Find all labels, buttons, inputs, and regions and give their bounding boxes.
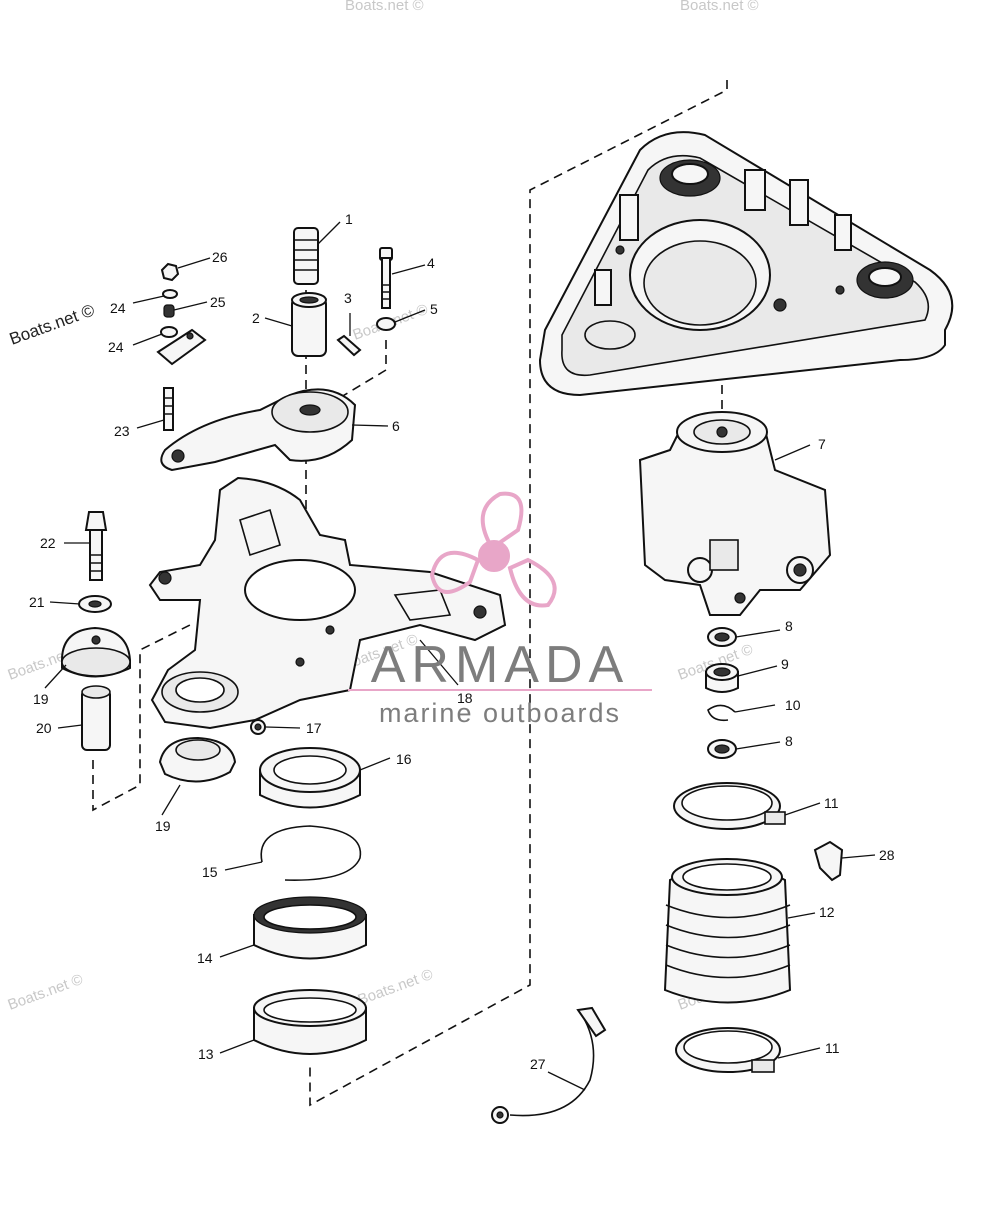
hose-clamp-upper — [673, 782, 786, 830]
logo-tagline: marine outboards — [379, 698, 621, 728]
callout-13: 13 — [198, 1046, 214, 1062]
callout-14: 14 — [197, 950, 213, 966]
watermark: Boats.net © — [356, 966, 436, 1009]
stud — [163, 387, 174, 431]
callout-10: 10 — [785, 697, 801, 713]
callout-19-upper: 19 — [33, 691, 49, 707]
hose-clamp-lower — [675, 1027, 781, 1073]
callout-11-lower: 11 — [825, 1040, 840, 1056]
callout-labels: 1 2 3 4 5 6 7 8 9 10 8 11 28 12 11 27 13… — [29, 211, 895, 1072]
pivot-bearing — [259, 747, 361, 809]
washer-small — [160, 326, 178, 338]
bolt — [379, 247, 393, 309]
bushing-ring — [253, 896, 367, 960]
callout-17: 17 — [306, 720, 322, 736]
assembly-boundary-left — [92, 624, 191, 812]
callout-24-lower: 24 — [108, 339, 124, 355]
gimbal-ring-housing — [538, 131, 954, 397]
callout-18: 18 — [457, 690, 473, 706]
logo-name: ARMADA — [371, 636, 629, 694]
watermark-dark: Boats.net © — [7, 300, 98, 348]
callout-12: 12 — [819, 904, 835, 920]
callout-8-upper: 8 — [785, 618, 793, 634]
callout-5: 5 — [430, 301, 438, 317]
mount-bolt — [84, 511, 108, 581]
callout-24-upper: 24 — [110, 300, 126, 316]
seal-stack — [705, 627, 739, 759]
callout-6: 6 — [392, 418, 400, 434]
steering-lever — [160, 388, 357, 472]
callout-19-lower: 19 — [155, 818, 171, 834]
callout-1: 1 — [345, 211, 353, 227]
nut — [160, 262, 180, 282]
pin — [336, 334, 362, 357]
bushing — [291, 292, 327, 357]
lock-washer — [162, 289, 178, 299]
spacer — [163, 304, 175, 318]
bell-housing — [638, 411, 832, 616]
callout-7: 7 — [818, 436, 826, 452]
callout-2: 2 — [252, 310, 260, 326]
spacer-ring — [253, 989, 367, 1055]
callout-3: 3 — [344, 290, 352, 306]
callout-4: 4 — [427, 255, 435, 271]
callout-21: 21 — [29, 594, 45, 610]
mount-washer — [78, 595, 112, 613]
retaining-ring — [260, 825, 362, 881]
callout-26: 26 — [212, 249, 228, 265]
washer — [376, 317, 396, 331]
watermark: Boats.net © — [345, 0, 424, 14]
callout-28: 28 — [879, 847, 895, 863]
callout-23: 23 — [114, 423, 130, 439]
hardware-small — [156, 262, 207, 366]
clip — [813, 840, 844, 882]
link-rod — [156, 328, 207, 366]
centerline-bolt — [335, 340, 387, 401]
assembly-boundary — [309, 80, 728, 1107]
bushing-insert — [293, 227, 319, 285]
callout-15: 15 — [202, 864, 218, 880]
rubber-mount-upper — [61, 626, 131, 678]
callout-16: 16 — [396, 751, 412, 767]
watermark: Boats.net © — [680, 0, 759, 14]
sleeve — [81, 685, 111, 751]
swivel-housing — [148, 476, 507, 730]
callout-20: 20 — [36, 720, 52, 736]
callout-9: 9 — [781, 656, 789, 672]
propeller-icon — [429, 491, 557, 608]
callout-25: 25 — [210, 294, 226, 310]
screw — [250, 719, 266, 735]
callout-22: 22 — [40, 535, 56, 551]
armada-logo: ARMADA marine outboards — [348, 491, 652, 728]
rubber-mount-lower — [158, 736, 237, 783]
ground-wire — [491, 1006, 607, 1124]
u-joint-bellows — [663, 858, 792, 1004]
leader-lines — [44, 221, 876, 1091]
snap-ring — [707, 704, 736, 722]
callout-8-lower: 8 — [785, 733, 793, 749]
callout-11-upper: 11 — [824, 795, 839, 811]
watermark: Boats.net © — [6, 971, 86, 1014]
callout-27: 27 — [530, 1056, 546, 1072]
